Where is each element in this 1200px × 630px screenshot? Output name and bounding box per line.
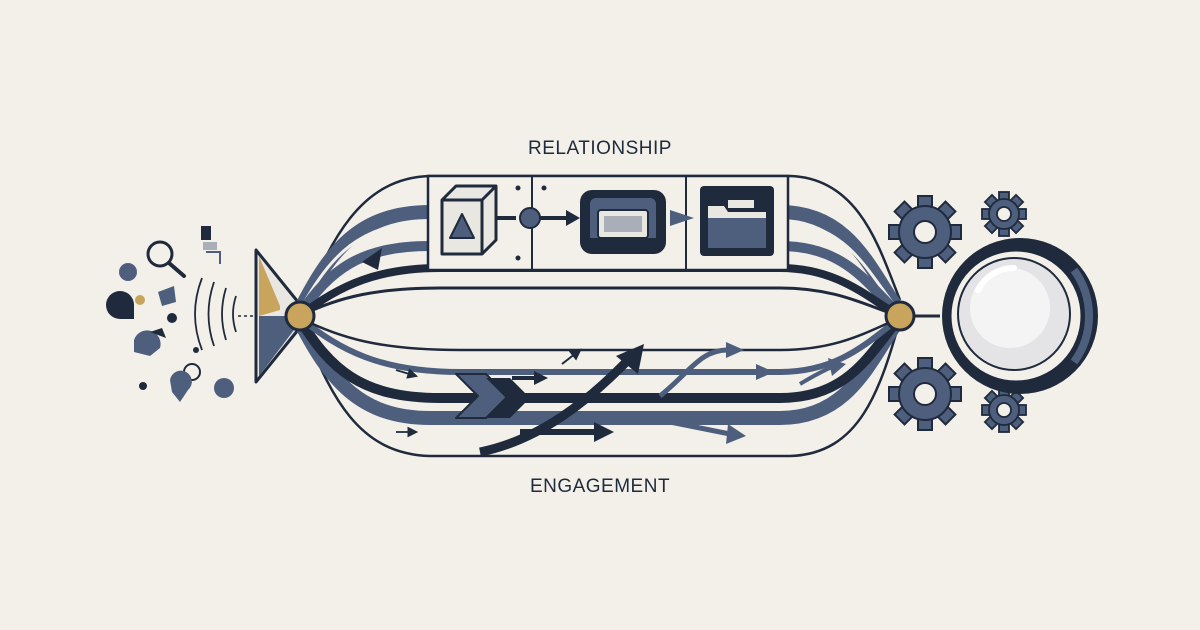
branch-arrow	[658, 347, 729, 398]
dot-shape	[167, 313, 177, 323]
dot-shape	[139, 382, 147, 390]
signal-waves-icon	[194, 277, 237, 351]
rising-arrowhead	[616, 344, 644, 374]
cube-icon	[440, 184, 498, 256]
connector-arrowhead	[566, 210, 580, 226]
right-gold-node	[884, 300, 916, 332]
folder-icon	[700, 186, 774, 256]
dot-shape	[119, 263, 137, 281]
branch-arrowhead	[726, 342, 744, 358]
small-diagonal-arrow	[561, 348, 582, 365]
drop-shape	[170, 370, 192, 402]
dot-shape	[193, 347, 199, 353]
lower-flow-bands	[293, 313, 906, 425]
rising-arrow	[479, 352, 636, 457]
funnel-icon	[254, 248, 300, 384]
connector-node	[519, 207, 541, 229]
dot-shape	[214, 378, 234, 398]
scattered-shapes	[106, 226, 254, 402]
bottom-outline	[298, 315, 902, 458]
gear-icon	[981, 387, 1027, 433]
chevron-right-icon	[486, 378, 530, 418]
gear-icon	[888, 357, 962, 431]
engagement-label: ENGAGEMENT	[529, 476, 671, 497]
small-arrow	[395, 368, 419, 379]
upper-arrowhead	[362, 248, 382, 270]
monitor-icon	[580, 190, 666, 254]
shard-shape	[158, 286, 176, 306]
shard-shape	[150, 328, 166, 338]
gears-icon	[888, 191, 1027, 433]
drop-shape	[134, 330, 161, 356]
square-shape	[201, 226, 211, 240]
gear-icon	[981, 191, 1027, 237]
left-gold-node	[284, 300, 316, 332]
connector-arrowhead	[670, 210, 694, 226]
drop-shape	[106, 291, 134, 319]
small-arrowhead	[534, 371, 548, 385]
gear-icon	[888, 195, 962, 269]
branch-arrow	[659, 417, 731, 437]
straight-arrowhead	[594, 422, 614, 442]
magnifier-icon	[146, 240, 186, 278]
engagement-arrows	[395, 342, 846, 457]
exit-arrowhead	[828, 358, 846, 376]
branch-arrowhead	[756, 364, 774, 380]
branch-arrowhead	[726, 424, 746, 444]
lens-icon	[942, 238, 1098, 394]
dot-shape	[135, 295, 145, 305]
corner-shape	[206, 251, 221, 264]
square-shape	[203, 242, 217, 250]
relationship-label: RELATIONSHIP	[528, 138, 672, 159]
